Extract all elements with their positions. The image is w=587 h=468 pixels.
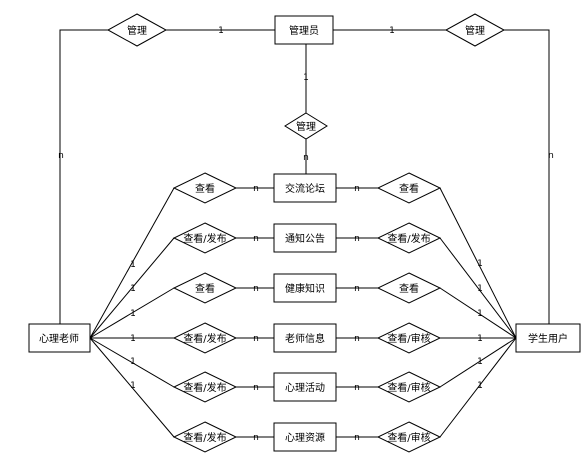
card-r-activity: n (354, 383, 360, 393)
card-forum-center: n (303, 153, 309, 163)
relation-right-activity-label: 查看/审核 (387, 381, 430, 394)
card-admin-center: 1 (303, 73, 309, 83)
entity-teacherinfo: 老师信息 (273, 323, 337, 353)
entity-activity: 心理活动 (273, 372, 337, 402)
relation-manage-center-label: 管理 (296, 120, 316, 133)
relation-right-teacherinfo: 查看/审核 (376, 322, 442, 354)
card-l-activity: n (253, 383, 259, 393)
card-l-teacherinfo: n (253, 334, 259, 344)
entity-health-label: 健康知识 (285, 282, 325, 295)
card-teacher-admin: n (58, 151, 64, 161)
card-r-forum: n (354, 184, 360, 194)
card-teacher-2: 1 (130, 284, 136, 294)
relation-right-resource-label: 查看/审核 (387, 431, 430, 444)
entity-student: 学生用户 (515, 323, 581, 353)
card-student-3: 1 (477, 309, 483, 319)
card-r-notice: n (354, 234, 360, 244)
card-student-1: 1 (477, 259, 483, 269)
relation-manage-center: 管理 (284, 112, 328, 140)
card-l-resource: n (253, 433, 259, 443)
relation-left-notice: 查看/发布 (172, 222, 238, 254)
card-teacher-3: 1 (130, 309, 136, 319)
entity-teacherinfo-label: 老师信息 (285, 332, 325, 345)
relation-manage-top-left-label: 管理 (127, 24, 147, 37)
relation-left-resource: 查看/发布 (172, 421, 238, 453)
relation-right-forum: 查看 (376, 172, 442, 204)
entity-admin-label: 管理员 (289, 24, 319, 37)
entity-resource-label: 心理资源 (285, 431, 325, 444)
relation-left-teacherinfo: 查看/发布 (172, 322, 238, 354)
card-student-admin: n (548, 151, 554, 161)
card-student-5: 1 (477, 357, 483, 367)
relation-left-forum: 查看 (172, 172, 238, 204)
relation-left-health: 查看 (172, 272, 238, 304)
relation-right-activity: 查看/审核 (376, 371, 442, 403)
card-student-2: 1 (477, 284, 483, 294)
cardinality-labels: 1 n 1 n 1 n n n n n n n n n n n n n 1 1 … (58, 26, 554, 443)
card-teacher-6: 1 (130, 381, 136, 391)
card-r-teacherinfo: n (354, 334, 360, 344)
entity-forum-label: 交流论坛 (285, 182, 325, 195)
card-admin-left: 1 (218, 26, 224, 36)
entity-notice: 通知公告 (273, 223, 337, 253)
entity-activity-label: 心理活动 (285, 382, 325, 394)
relation-manage-top-right-label: 管理 (465, 24, 485, 37)
relation-left-activity-label: 查看/发布 (183, 381, 226, 394)
entity-admin: 管理员 (274, 15, 334, 45)
relation-right-health-label: 查看 (399, 282, 419, 295)
card-admin-right: 1 (389, 26, 395, 36)
relation-left-notice-label: 查看/发布 (183, 232, 226, 245)
relation-left-teacherinfo-label: 查看/发布 (183, 332, 226, 345)
entity-health: 健康知识 (273, 273, 337, 303)
entity-student-label: 学生用户 (528, 332, 568, 345)
relation-left-activity: 查看/发布 (172, 371, 238, 403)
card-teacher-4: 1 (130, 334, 136, 344)
relation-right-notice: 查看/发布 (376, 222, 442, 254)
card-r-health: n (354, 284, 360, 294)
card-l-notice: n (253, 234, 259, 244)
relation-right-teacherinfo-label: 查看/审核 (387, 332, 430, 345)
relation-right-notice-label: 查看/发布 (387, 232, 430, 245)
card-r-resource: n (354, 433, 360, 443)
card-teacher-5: 1 (130, 357, 136, 367)
entity-teacher: 心理老师 (28, 323, 91, 353)
entity-resource: 心理资源 (273, 422, 337, 452)
relation-left-forum-label: 查看 (195, 182, 215, 195)
entity-teacher-label: 心理老师 (39, 332, 79, 345)
relation-right-forum-label: 查看 (399, 182, 419, 195)
card-student-4: 1 (477, 334, 483, 344)
relation-right-resource: 查看/审核 (376, 421, 442, 453)
card-l-health: n (253, 284, 259, 294)
card-teacher-1: 1 (130, 260, 136, 270)
relation-left-health-label: 查看 (195, 282, 215, 295)
entity-notice-label: 通知公告 (285, 232, 325, 245)
relation-left-resource-label: 查看/发布 (183, 431, 226, 444)
card-l-forum: n (253, 184, 259, 194)
relation-manage-top-right: 管理 (444, 13, 506, 47)
card-student-6: 1 (477, 381, 483, 391)
relation-manage-top-left: 管理 (106, 13, 168, 47)
entity-forum: 交流论坛 (273, 173, 337, 203)
connector-lines (59, 29, 550, 438)
relation-right-health: 查看 (376, 272, 442, 304)
